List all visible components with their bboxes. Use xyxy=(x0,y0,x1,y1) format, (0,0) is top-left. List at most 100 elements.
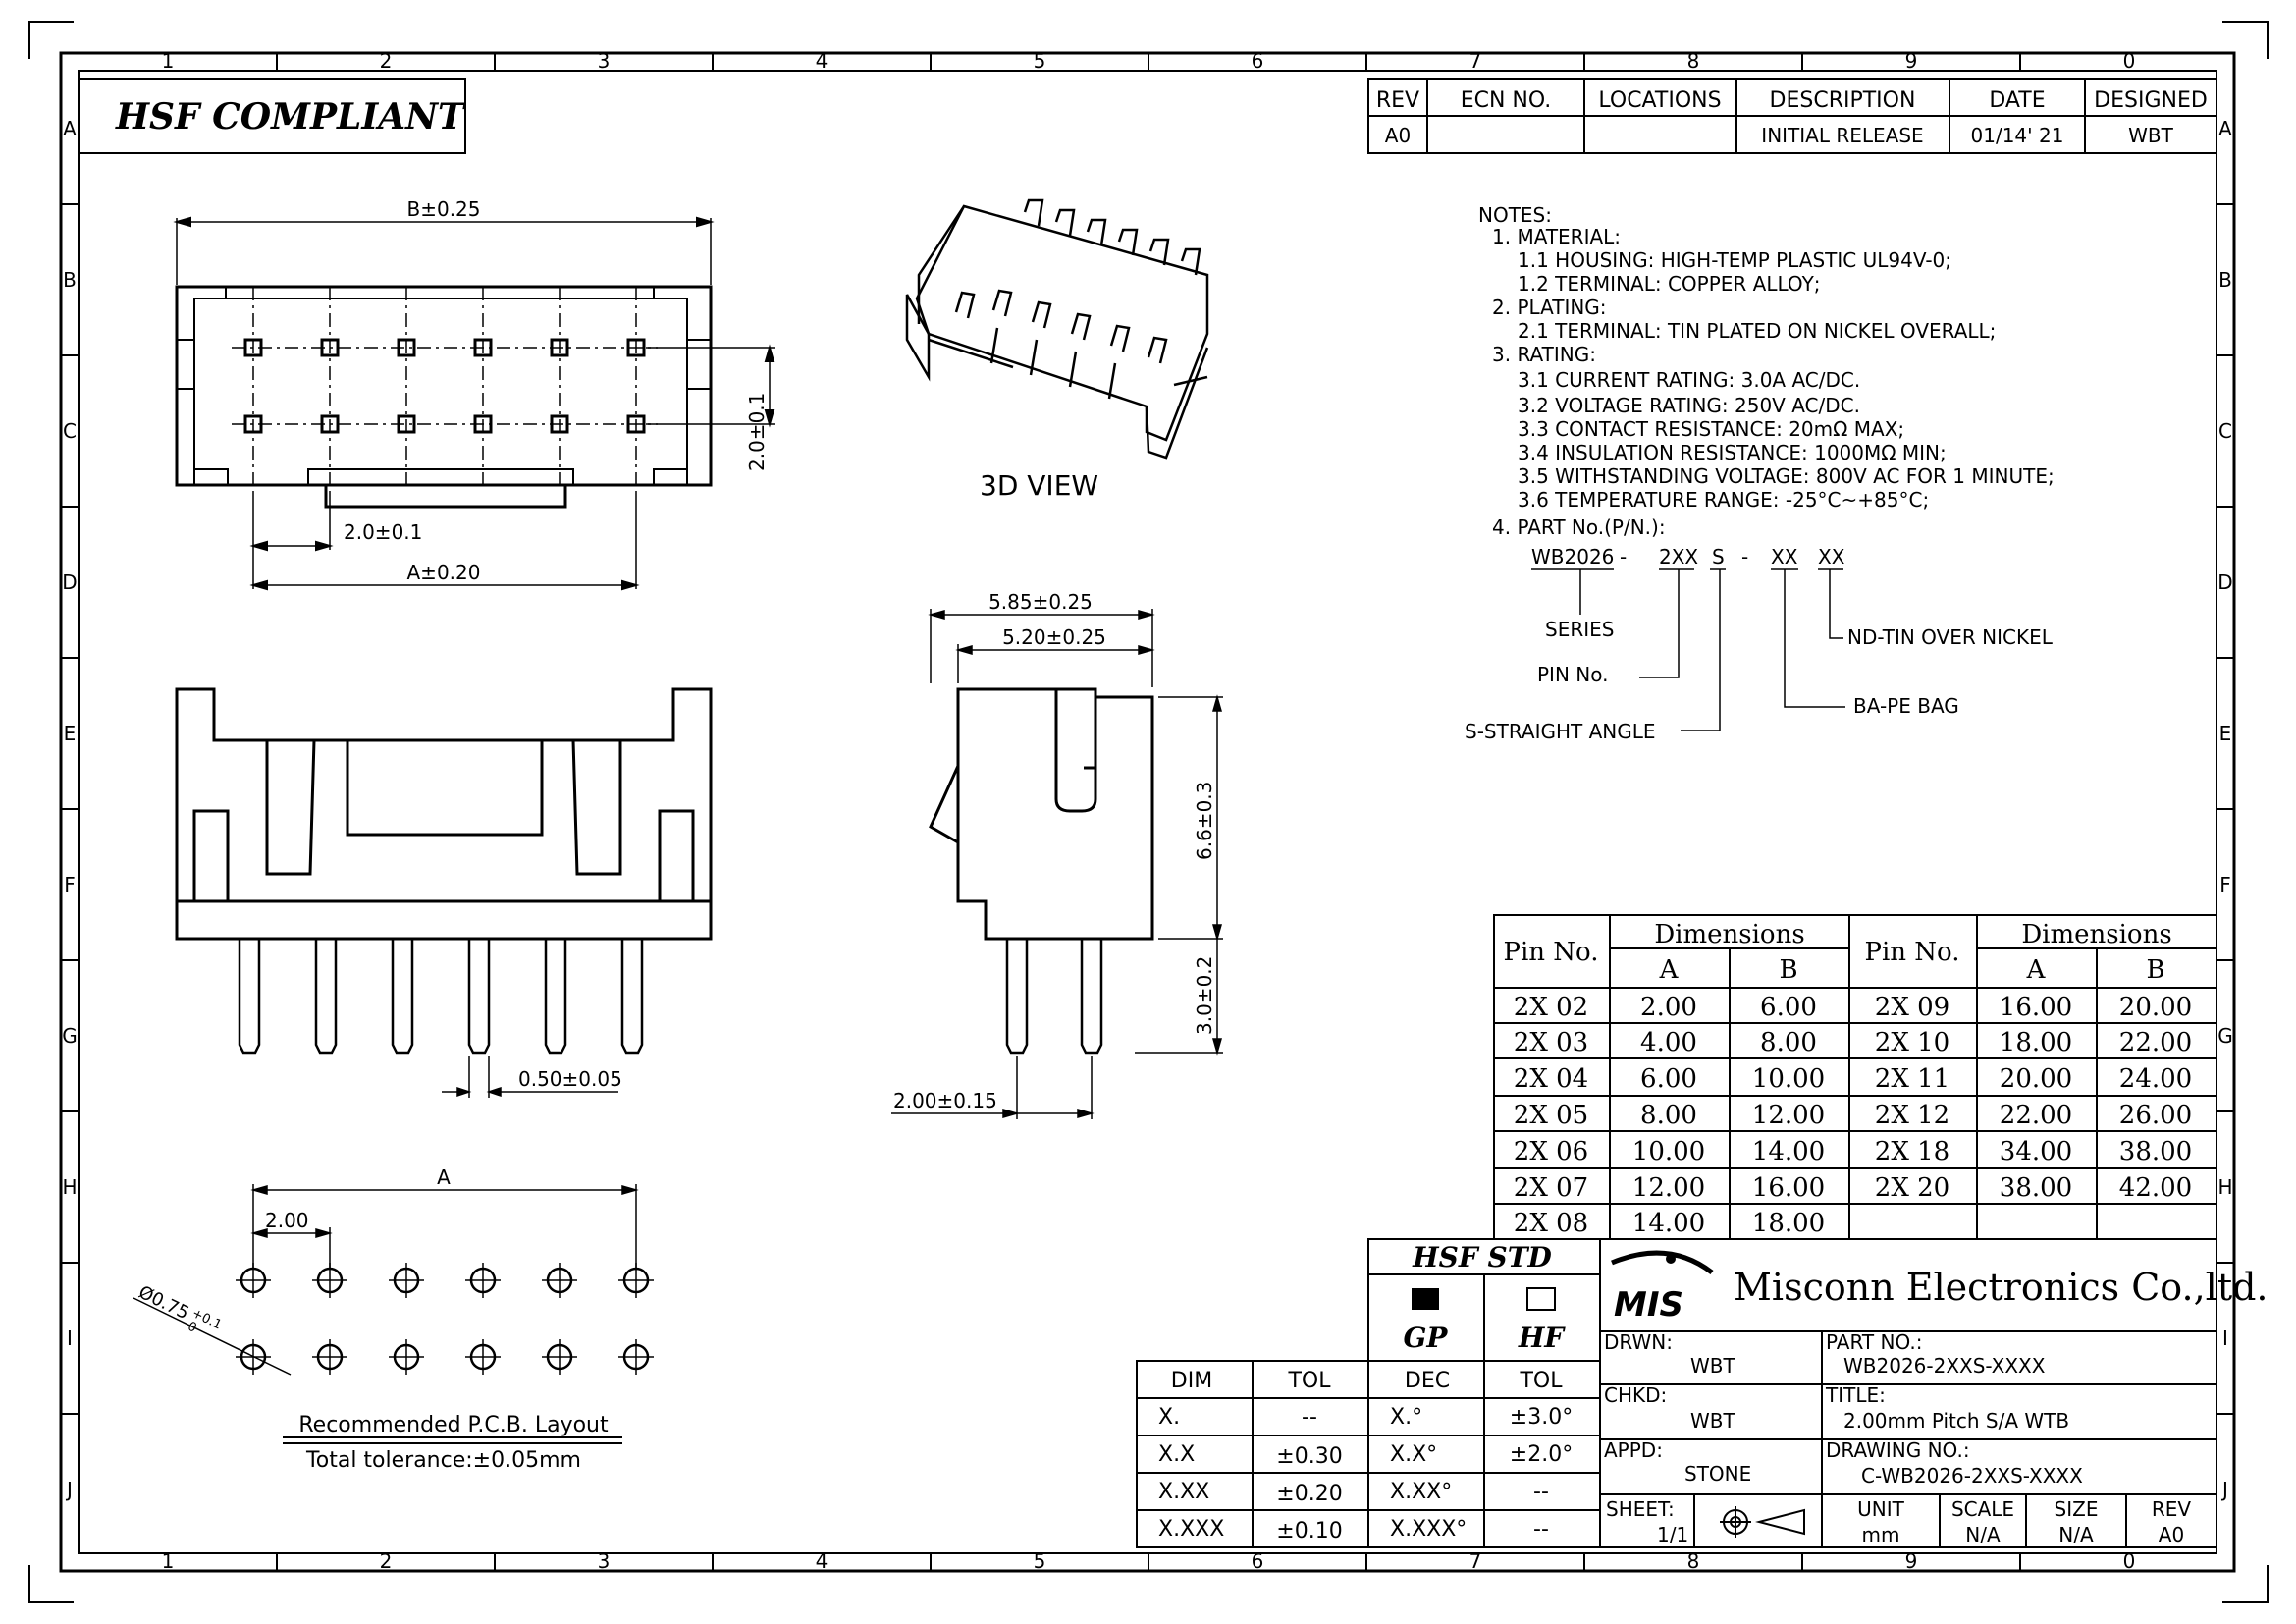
part-no-value: WB2026-2XXS-XXXX xyxy=(1843,1354,2046,1378)
table-header-dims: Dimensions xyxy=(2021,920,2171,949)
gp-label: GP xyxy=(1404,1322,1449,1354)
row-label: A xyxy=(63,117,77,140)
dec-value: X.° xyxy=(1390,1405,1422,1430)
d520-dimension: 5.20±0.25 xyxy=(1002,625,1106,649)
row-label: H xyxy=(2217,1175,2232,1199)
tol-dim: X.XXX xyxy=(1158,1517,1224,1542)
col-label: 4 xyxy=(816,1549,828,1573)
part-dash: - xyxy=(1620,545,1627,568)
legend-nd: ND-TIN OVER NICKEL xyxy=(1847,625,2054,649)
col-label: 8 xyxy=(1687,1549,1700,1573)
revision-table: REV ECN NO. LOCATIONS DESCRIPTION DATE D… xyxy=(1367,78,2217,154)
series-code: WB2026 xyxy=(1531,545,1614,568)
dec-tol: -- xyxy=(1533,1517,1549,1542)
company-logo-text: MIS xyxy=(1614,1285,1683,1325)
title-block: MIS Misconn Electronics Co.,ltd. DRWN: W… xyxy=(1599,1238,2269,1548)
table-cell: 2X 11 xyxy=(1875,1064,1949,1094)
legend-series: SERIES xyxy=(1545,618,1614,641)
table-cell: 24.00 xyxy=(2119,1064,2192,1094)
row-label: F xyxy=(2219,873,2231,896)
appd-value: STONE xyxy=(1684,1462,1751,1486)
table-cell: 22.00 xyxy=(2119,1028,2192,1057)
row-label: D xyxy=(62,570,77,594)
table-cell: 2X 10 xyxy=(1875,1028,1949,1057)
col-label: 9 xyxy=(1905,49,1918,73)
projection-symbol-icon xyxy=(1720,1506,1805,1538)
drwn-label: DRWN: xyxy=(1604,1330,1673,1354)
col-label: 3 xyxy=(598,1549,611,1573)
table-cell: 2X 08 xyxy=(1514,1209,1588,1238)
rev-label: REV xyxy=(2152,1497,2192,1521)
col-label: 0 xyxy=(2123,49,2136,73)
table-cell: 2X 06 xyxy=(1514,1137,1588,1166)
pin-code: 2XX xyxy=(1659,545,1698,568)
view-3d-label: 3D VIEW xyxy=(980,469,1098,502)
note-line: 4. PART No.(P/N.): xyxy=(1492,515,1666,539)
table-cell: 42.00 xyxy=(2119,1173,2192,1203)
col-label: 1 xyxy=(162,49,175,73)
table-cell: 22.00 xyxy=(2000,1101,2072,1130)
pcb-tolerance: Total tolerance:±0.05mm xyxy=(305,1448,581,1473)
table-cell: 18.00 xyxy=(2000,1028,2072,1057)
drawing-no-label: DRAWING NO.: xyxy=(1826,1438,1970,1462)
row-label: F xyxy=(64,873,76,896)
view-3d xyxy=(905,198,1209,460)
col-label: 1 xyxy=(162,1549,175,1573)
part-dash: - xyxy=(1741,545,1748,568)
table-cell: 8.00 xyxy=(1760,1028,1817,1057)
pin-spacing-dimension: 2.00±0.15 xyxy=(893,1089,997,1112)
table-cell: 2X 04 xyxy=(1514,1064,1588,1094)
rev-value: A0 xyxy=(1385,124,1411,147)
crop-marks xyxy=(28,21,2269,1603)
col-label: 2 xyxy=(380,49,393,73)
description-value: INITIAL RELEASE xyxy=(1761,124,1923,147)
row-label: D xyxy=(2217,570,2232,594)
note-line: 3.3 CONTACT RESISTANCE: 20mΩ MAX; xyxy=(1518,417,1904,441)
tol-value: -- xyxy=(1302,1405,1317,1430)
row-label: C xyxy=(63,419,77,443)
row-label: G xyxy=(2217,1024,2233,1048)
row-label: B xyxy=(2218,268,2232,292)
note-line: 3.4 INSULATION RESISTANCE: 1000MΩ MIN; xyxy=(1518,441,1947,464)
pcb-layout xyxy=(133,1184,654,1444)
hsf-std-title: HSF STD xyxy=(1412,1241,1552,1273)
hsf-compliant-label: HSF COMPLIANT xyxy=(115,96,466,137)
frame-labels: 1 2 3 4 5 6 7 8 9 0 1 2 3 4 5 6 7 8 9 0 … xyxy=(62,49,2233,1573)
company-logo: MIS xyxy=(1611,1250,1714,1325)
ba-code: XX xyxy=(1771,545,1798,568)
table-cell: 16.00 xyxy=(2000,993,2072,1022)
part-no-label: PART NO.: xyxy=(1826,1330,1922,1354)
notes: NOTES: 1. MATERIAL: 1.1 HOUSING: HIGH-TE… xyxy=(1465,203,2055,743)
frame-ticks xyxy=(61,53,2234,1571)
col-label: 7 xyxy=(1469,49,1482,73)
dimension-table: Pin No. Dimensions A B Pin No. Dimension… xyxy=(1493,914,2217,1240)
table-cell: 20.00 xyxy=(2119,993,2192,1022)
table-cell: 2X 07 xyxy=(1514,1173,1588,1203)
pitch-dimension: 2.0±0.1 xyxy=(344,520,422,544)
note-line: 1. MATERIAL: xyxy=(1492,225,1621,248)
front-view xyxy=(175,687,713,1098)
col-label: 7 xyxy=(1469,1549,1482,1573)
rev-value: A0 xyxy=(2159,1523,2184,1546)
note-line: 1.1 HOUSING: HIGH-TEMP PLASTIC UL94V-0; xyxy=(1518,248,1951,272)
a-dimension: A±0.20 xyxy=(407,561,481,584)
tol-value: ±0.20 xyxy=(1276,1482,1342,1506)
table-cell: 2X 20 xyxy=(1875,1173,1949,1203)
col-label: 6 xyxy=(1252,1549,1264,1573)
table-header-b: B xyxy=(2146,955,2164,985)
row-label: A xyxy=(2218,117,2232,140)
note-line: 3. RATING: xyxy=(1492,343,1596,366)
col-label: 6 xyxy=(1252,49,1264,73)
date-value: 01/14' 21 xyxy=(1971,124,2064,147)
scale-label: SCALE xyxy=(1951,1497,2014,1521)
col-label: 4 xyxy=(816,49,828,73)
dec-value: X.X° xyxy=(1390,1442,1437,1467)
dec-tol: -- xyxy=(1533,1480,1549,1504)
col-label: 2 xyxy=(380,1549,393,1573)
col-label: 0 xyxy=(2123,1549,2136,1573)
sheet-label: SHEET: xyxy=(1606,1497,1675,1521)
table-header-a: A xyxy=(2026,955,2047,985)
row-label: B xyxy=(63,268,77,292)
tol-dim: X.XX xyxy=(1158,1480,1209,1504)
company-name: Misconn Electronics Co.,ltd. xyxy=(1734,1266,2269,1309)
